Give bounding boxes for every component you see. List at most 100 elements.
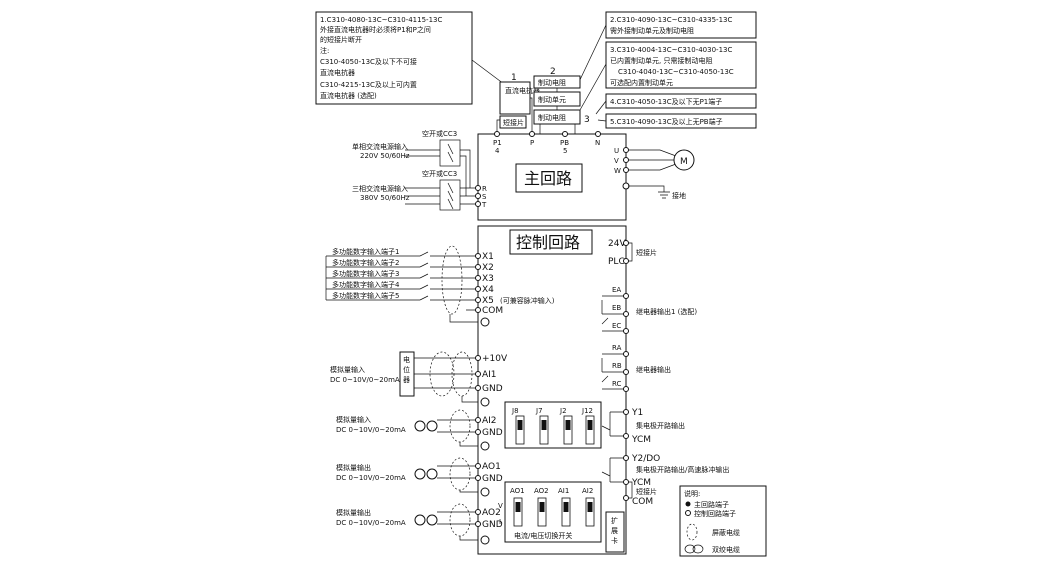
svg-text:短接片: 短接片: [503, 118, 524, 127]
svg-text:(可兼容脉冲输入): (可兼容脉冲输入): [500, 296, 555, 305]
svg-text:P1: P1: [493, 139, 502, 147]
svg-text:扩: 扩: [611, 516, 618, 525]
svg-text:Y2/DO: Y2/DO: [631, 454, 660, 464]
svg-text:集电极开路输出: 集电极开路输出: [636, 421, 685, 430]
svg-text:屏蔽电缆: 屏蔽电缆: [712, 528, 740, 537]
svg-text:多功能数字输入端子5: 多功能数字输入端子5: [332, 291, 399, 300]
svg-text:+10V: +10V: [482, 354, 508, 364]
svg-text:AI2: AI2: [482, 416, 497, 426]
svg-text:短接片: 短接片: [636, 487, 657, 496]
motor-icon: [673, 149, 695, 171]
single-phase-input: 空开或CC3 单相交流电源输入 220V 50/60Hz: [352, 129, 471, 196]
jumper-knob: [563, 502, 569, 512]
svg-text:DC 0~10V/0~20mA: DC 0~10V/0~20mA: [330, 376, 400, 384]
svg-text:卡: 卡: [611, 536, 618, 545]
svg-text:N: N: [595, 139, 600, 147]
jumper-knob: [541, 420, 547, 430]
svg-text:X2: X2: [482, 263, 494, 273]
svg-text:空开或CC3: 空开或CC3: [422, 129, 457, 138]
svg-text:EB: EB: [612, 304, 621, 312]
svg-text:R: R: [482, 185, 487, 193]
svg-text:M: M: [680, 157, 688, 167]
svg-text:1: 1: [511, 73, 517, 83]
svg-text:U: U: [614, 147, 619, 155]
control-circuit-title: 控制回路: [516, 233, 580, 252]
svg-text:电流/电压切换开关: 电流/电压切换开关: [514, 531, 572, 540]
svg-text:EA: EA: [612, 286, 621, 294]
svg-text:DC 0~10V/0~20mA: DC 0~10V/0~20mA: [336, 426, 406, 434]
svg-text:4.C310-4050-13C及以下无P1端子: 4.C310-4050-13C及以下无P1端子: [610, 97, 722, 106]
svg-text:器: 器: [403, 376, 410, 384]
svg-text:X5: X5: [482, 296, 494, 306]
svg-text:制动电阻: 制动电阻: [538, 78, 566, 87]
svg-text:C310-4215-13C及以上可内置: C310-4215-13C及以上可内置: [320, 80, 417, 89]
svg-text:展: 展: [611, 527, 618, 535]
svg-text:Y1: Y1: [631, 408, 643, 418]
svg-text:RA: RA: [612, 344, 622, 352]
svg-text:4: 4: [495, 147, 500, 155]
svg-text:AO2: AO2: [534, 487, 549, 495]
svg-text:RC: RC: [612, 380, 622, 388]
plc-24v: 24V PLC 短接片: [608, 239, 657, 267]
svg-text:J2: J2: [559, 407, 567, 415]
svg-text:位: 位: [403, 365, 410, 374]
shorting-bar: 短接片: [499, 115, 527, 129]
svg-text:5: 5: [563, 147, 567, 155]
svg-text:5.C310-4090-13C及以上无PB端子: 5.C310-4090-13C及以上无PB端子: [610, 117, 723, 126]
svg-text:2.C310-4090-13C~C310-4335-13C: 2.C310-4090-13C~C310-4335-13C: [610, 16, 732, 24]
brake-unit: 制动单元: [533, 91, 581, 107]
jumper-knob: [539, 502, 545, 512]
three-phase-input: 空开或CC3 三相交流电源输入 380V 50/60Hz: [352, 169, 478, 211]
analog-output-1: 模拟量输出 DC 0~10V/0~20mA AO1 GND: [336, 457, 503, 497]
svg-text:T: T: [481, 201, 487, 209]
svg-text:可选配内置制动单元: 可选配内置制动单元: [610, 78, 673, 87]
svg-text:380V 50/60Hz: 380V 50/60Hz: [360, 194, 410, 202]
svg-text:需外接制动单元及制动电阻: 需外接制动单元及制动电阻: [610, 26, 694, 35]
svg-text:PB: PB: [560, 139, 569, 147]
brake-resistor-bottom: 3 制动电阻: [533, 109, 590, 125]
svg-text:GND: GND: [482, 474, 503, 484]
rst-terminals: R S T: [475, 185, 487, 209]
svg-text:继电器输出1 (选配): 继电器输出1 (选配): [636, 307, 697, 316]
svg-text:模拟量输入: 模拟量输入: [336, 415, 371, 424]
analog-input-2: 模拟量输入 DC 0~10V/0~20mA AI2 GND: [336, 409, 503, 451]
svg-text:主回路端子: 主回路端子: [694, 500, 729, 509]
svg-text:3: 3: [584, 115, 590, 125]
svg-text:多功能数字输入端子1: 多功能数字输入端子1: [332, 247, 399, 256]
svg-text:P: P: [530, 139, 534, 147]
svg-text:控制回路端子: 控制回路端子: [694, 509, 736, 518]
svg-text:RB: RB: [612, 362, 622, 370]
jumper-knob: [515, 502, 521, 512]
svg-text:外接直流电抗器时必须将P1和P之间: 外接直流电抗器时必须将P1和P之间: [320, 25, 431, 34]
svg-text:多功能数字输入端子2: 多功能数字输入端子2: [332, 258, 399, 267]
svg-text:W: W: [614, 167, 621, 175]
svg-text:COM: COM: [632, 497, 653, 507]
svg-text:制动单元: 制动单元: [538, 95, 566, 104]
svg-text:X3: X3: [482, 274, 494, 284]
svg-text:YCM: YCM: [631, 435, 651, 445]
jumper-knob: [565, 420, 571, 430]
svg-text:电: 电: [403, 355, 410, 364]
svg-text:AI1: AI1: [558, 487, 569, 495]
note-box-4: 4.C310-4050-13C及以下无P1端子: [605, 93, 757, 109]
svg-text:短接片: 短接片: [636, 248, 657, 257]
analog-output-2: 模拟量输出 DC 0~10V/0~20mA AO2 GND: [336, 503, 503, 545]
svg-text:多功能数字输入端子4: 多功能数字输入端子4: [332, 280, 400, 289]
svg-text:DC 0~10V/0~20mA: DC 0~10V/0~20mA: [336, 474, 406, 482]
jumper-knob: [587, 502, 593, 512]
svg-text:C310-4040-13C~C310-4050-13C: C310-4040-13C~C310-4050-13C: [618, 68, 734, 76]
svg-text:集电极开路输出/高速脉冲输出: 集电极开路输出/高速脉冲输出: [636, 465, 729, 474]
main-circuit-box: 主回路: [477, 133, 627, 221]
svg-text:模拟量输入: 模拟量输入: [330, 365, 365, 374]
svg-text:DC 0~10V/0~20mA: DC 0~10V/0~20mA: [336, 519, 406, 527]
svg-text:S: S: [482, 193, 487, 201]
svg-text:GND: GND: [482, 520, 503, 530]
svg-text:直流电抗器 (选配): 直流电抗器 (选配): [320, 91, 377, 100]
dc-reactor: 1 直流电抗器: [499, 73, 540, 115]
svg-text:220V 50/60Hz: 220V 50/60Hz: [360, 152, 410, 160]
svg-text:双绞电缆: 双绞电缆: [712, 545, 740, 554]
svg-text:PLC: PLC: [608, 257, 625, 267]
svg-text:1.C310-4080-13C~C310-4115-13C: 1.C310-4080-13C~C310-4115-13C: [320, 16, 442, 24]
svg-text:J8: J8: [511, 407, 519, 415]
relay-output-1: EA EB EC 继电器输出1 (选配): [601, 286, 697, 334]
